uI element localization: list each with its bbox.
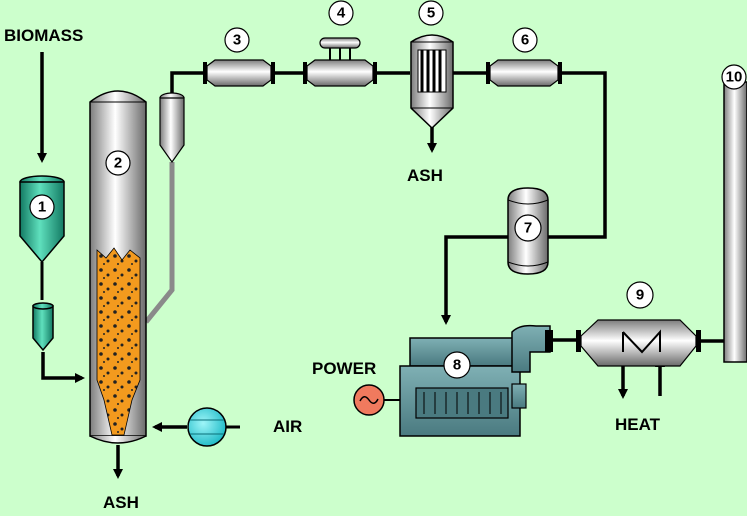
particle-filter	[410, 34, 454, 130]
badge-9: 9	[626, 281, 654, 309]
exhaust-heat-exchanger	[576, 319, 701, 367]
component-numbers: 1 2 3 4 5 6 7 8 9 10	[29, 0, 747, 379]
generator-icon	[353, 384, 400, 416]
badge-3: 3	[224, 27, 250, 53]
air-label: AIR	[273, 417, 302, 436]
svg-text:1: 1	[38, 199, 46, 216]
gas-line-6-to-7	[548, 71, 607, 239]
svg-text:8: 8	[453, 357, 461, 374]
pipes	[37, 52, 724, 479]
hopper-to-gasifier-line	[41, 352, 85, 383]
biomass-label: BIOMASS	[4, 26, 83, 45]
exhaust-stack	[723, 81, 747, 363]
svg-text:5: 5	[427, 5, 435, 22]
power-label: POWER	[312, 359, 376, 378]
ash-label-gasifier: ASH	[103, 493, 139, 512]
cyclone-return-line	[144, 162, 175, 324]
svg-text:3: 3	[233, 32, 241, 49]
ash-label-filter: ASH	[407, 166, 443, 185]
gasifier-reactor	[89, 90, 147, 444]
gas-cooler	[203, 59, 275, 87]
fluidized-bed	[96, 247, 141, 436]
svg-text:6: 6	[521, 32, 529, 49]
svg-text:9: 9	[636, 287, 644, 304]
svg-text:7: 7	[524, 220, 532, 237]
cyclone-separator	[159, 92, 185, 164]
badge-10: 10	[721, 64, 747, 90]
badge-8: 8	[443, 351, 471, 379]
badge-5: 5	[418, 0, 444, 26]
gas-line-to-3	[170, 71, 205, 95]
svg-text:10: 10	[726, 69, 743, 86]
heat-label: HEAT	[615, 415, 661, 434]
air-blower-icon	[187, 407, 240, 447]
svg-text:2: 2	[114, 155, 122, 172]
gas-cleaner	[303, 37, 377, 87]
badge-1: 1	[29, 194, 55, 220]
gas-heat-exchanger	[486, 59, 562, 87]
badge-2: 2	[105, 150, 131, 176]
badge-6: 6	[512, 27, 538, 53]
badge-7: 7	[514, 214, 542, 242]
gas-line-7-to-engine	[441, 235, 508, 325]
svg-text:4: 4	[337, 5, 346, 22]
badge-4: 4	[328, 0, 354, 26]
gas-engine	[399, 324, 553, 437]
